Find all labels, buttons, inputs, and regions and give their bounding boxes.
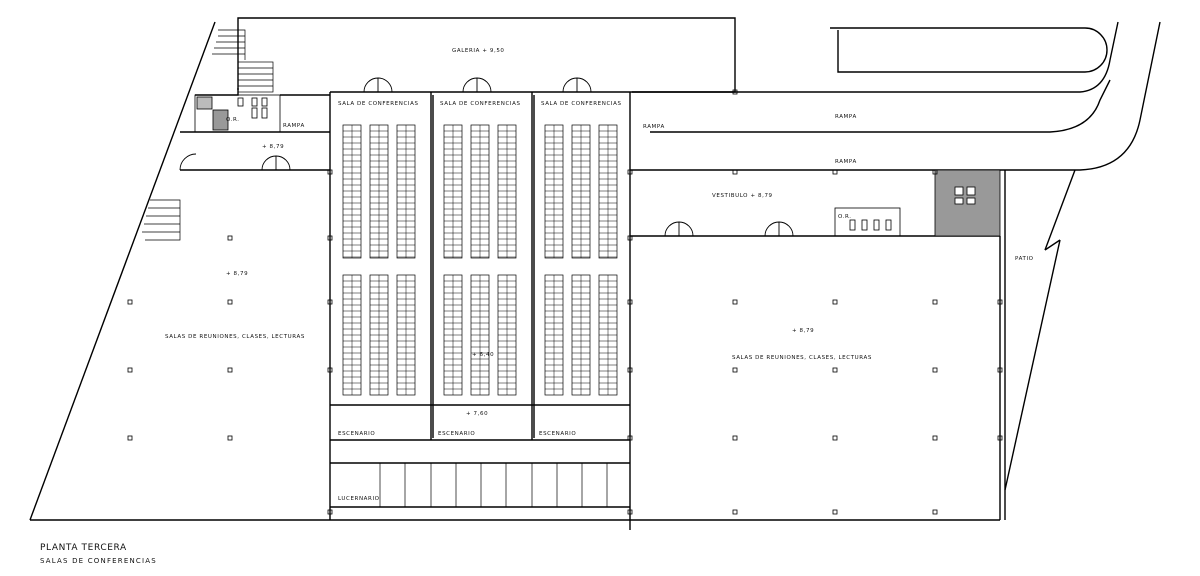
outer-walls (29, 17, 1161, 530)
label-escenario-2: ESCENARIO (438, 431, 475, 437)
label-rampa-right-top: RAMPA (835, 114, 857, 120)
seat-block (396, 124, 416, 259)
label-patio: PATIO (1015, 256, 1034, 262)
seat-block (571, 274, 591, 396)
column (932, 299, 938, 305)
column (997, 435, 1003, 441)
column (732, 89, 738, 95)
column (227, 299, 233, 305)
label-sala-1: SALA DE CONFERENCIAS (338, 101, 419, 107)
services-right (834, 169, 1001, 237)
column (997, 367, 1003, 373)
label-level-center: + 6,40 (472, 352, 494, 358)
column (932, 367, 938, 373)
seat-block (443, 274, 463, 396)
seat-block (544, 274, 564, 396)
column (732, 509, 738, 515)
column (997, 299, 1003, 305)
label-rampa-mid: RAMPA (643, 124, 665, 130)
seat-block (470, 124, 490, 259)
column (732, 299, 738, 305)
seat-block (443, 124, 463, 259)
label-escenario-3: ESCENARIO (539, 431, 576, 437)
column (227, 235, 233, 241)
label-rampa-left: RAMPA (283, 123, 305, 129)
seat-block (396, 274, 416, 396)
column (832, 367, 838, 373)
column (627, 169, 633, 175)
column (932, 435, 938, 441)
seat-block (598, 274, 618, 396)
label-level-left-room: + 8,79 (226, 271, 248, 277)
plan-subtitle: SALAS DE CONFERENCIAS (40, 557, 157, 565)
column (227, 435, 233, 441)
column (327, 367, 333, 373)
column (732, 367, 738, 373)
label-rampa-right-mid: RAMPA (835, 159, 857, 165)
seat-block (470, 274, 490, 396)
column (832, 509, 838, 515)
column (327, 299, 333, 305)
label-or-right: O.R. (838, 214, 852, 220)
label-level-left-top: + 8,79 (262, 144, 284, 150)
seat-block (497, 274, 517, 396)
seat-block (342, 124, 362, 259)
column (832, 299, 838, 305)
plan-labels: GALERIA + 9,50 SALA DE CONFERENCIAS SALA… (165, 48, 1034, 502)
auditorium-seating (342, 124, 618, 396)
label-level-stage: + 7,60 (466, 411, 488, 417)
services-left (194, 94, 281, 133)
seat-block (342, 274, 362, 396)
label-galeria: GALERIA + 9,50 (452, 48, 505, 54)
column (327, 235, 333, 241)
seat-block (571, 124, 591, 259)
label-salas-left: SALAS DE REUNIONES, CLASES, LECTURAS (165, 334, 305, 340)
column (327, 169, 333, 175)
stairs-left (142, 29, 274, 241)
label-level-right-room: + 8,79 (792, 328, 814, 334)
column (732, 169, 738, 175)
column (627, 435, 633, 441)
label-salas-right: SALAS DE REUNIONES, CLASES, LECTURAS (732, 355, 872, 361)
seat-block (369, 274, 389, 396)
column (627, 509, 633, 515)
column (127, 435, 133, 441)
column (932, 509, 938, 515)
column (127, 299, 133, 305)
structural-columns (127, 89, 1003, 515)
seat-block (598, 124, 618, 259)
label-sala-3: SALA DE CONFERENCIAS (541, 101, 622, 107)
column (627, 299, 633, 305)
column (627, 235, 633, 241)
label-or-left: O.R. (226, 117, 240, 123)
doors (179, 77, 794, 237)
seat-block (497, 124, 517, 259)
plan-title: PLANTA TERCERA (40, 543, 127, 553)
column (832, 169, 838, 175)
label-vestibulo: VESTIBULO + 8,79 (712, 193, 773, 199)
column (227, 367, 233, 373)
column (832, 435, 838, 441)
label-lucernario: LUCERNARIO (338, 496, 380, 502)
seat-block (544, 124, 564, 259)
column (732, 435, 738, 441)
seat-block (369, 124, 389, 259)
label-escenario-1: ESCENARIO (338, 431, 375, 437)
column (627, 367, 633, 373)
column (932, 169, 938, 175)
label-sala-2: SALA DE CONFERENCIAS (440, 101, 521, 107)
column (127, 367, 133, 373)
column (327, 509, 333, 515)
skylight-mullions (379, 463, 608, 507)
